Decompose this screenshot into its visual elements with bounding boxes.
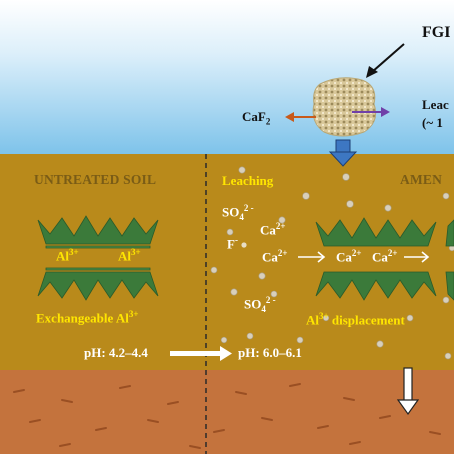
ph-after-label: pH: 6.0–6.1 bbox=[238, 345, 302, 360]
left-clay-mineral bbox=[37, 215, 159, 301]
amended-soil-title: AMEN bbox=[400, 172, 443, 187]
calcium-ion-4: Ca2+ bbox=[372, 248, 398, 265]
left-al-ion-2: Al3+ bbox=[118, 247, 141, 264]
right-clay-mineral bbox=[315, 217, 454, 301]
subsoil-layer bbox=[0, 370, 454, 454]
topsoil-layer bbox=[0, 154, 454, 370]
ph-change-arrow bbox=[170, 346, 232, 361]
fgd-gypsum-pile bbox=[312, 77, 377, 137]
sulfate-ion-1: SO42 - bbox=[222, 203, 254, 222]
caf2-arrow bbox=[285, 112, 316, 122]
calcium-ion-1: Ca2+ bbox=[260, 221, 286, 238]
al-displacement-caption: Al3+ displacement bbox=[306, 311, 405, 328]
ion-exchange-arrows bbox=[298, 251, 430, 263]
leachate-label-line1: Leac bbox=[422, 97, 449, 112]
leachate-arrow bbox=[352, 107, 390, 117]
leaching-down-arrow bbox=[396, 367, 420, 416]
left-al-ion-1: Al3+ bbox=[56, 247, 79, 264]
leaching-label: Leaching bbox=[222, 173, 274, 188]
sulfate-ion-2: SO42 - bbox=[244, 295, 276, 314]
fgd-label: FGI bbox=[422, 24, 451, 41]
fluoride-particle bbox=[241, 242, 247, 248]
untreated-soil-title: UNTREATED SOIL bbox=[34, 172, 157, 187]
gypsum-particles bbox=[210, 166, 454, 360]
fluoride-ion: F- bbox=[227, 235, 238, 252]
subsoil-texture bbox=[13, 383, 441, 449]
fgd-pointer-arrow bbox=[366, 43, 405, 78]
caf2-label: CaF2 bbox=[242, 109, 271, 127]
exchangeable-al-caption: Exchangeable Al3+ bbox=[36, 309, 139, 326]
calcium-ion-2: Ca2+ bbox=[262, 248, 288, 265]
leachate-label-line2: (~ 1 bbox=[422, 115, 443, 130]
calcium-ion-3: Ca2+ bbox=[336, 248, 362, 265]
application-down-arrow bbox=[328, 139, 358, 167]
sky-background bbox=[0, 0, 454, 154]
ph-before-label: pH: 4.2–4.4 bbox=[84, 345, 148, 360]
